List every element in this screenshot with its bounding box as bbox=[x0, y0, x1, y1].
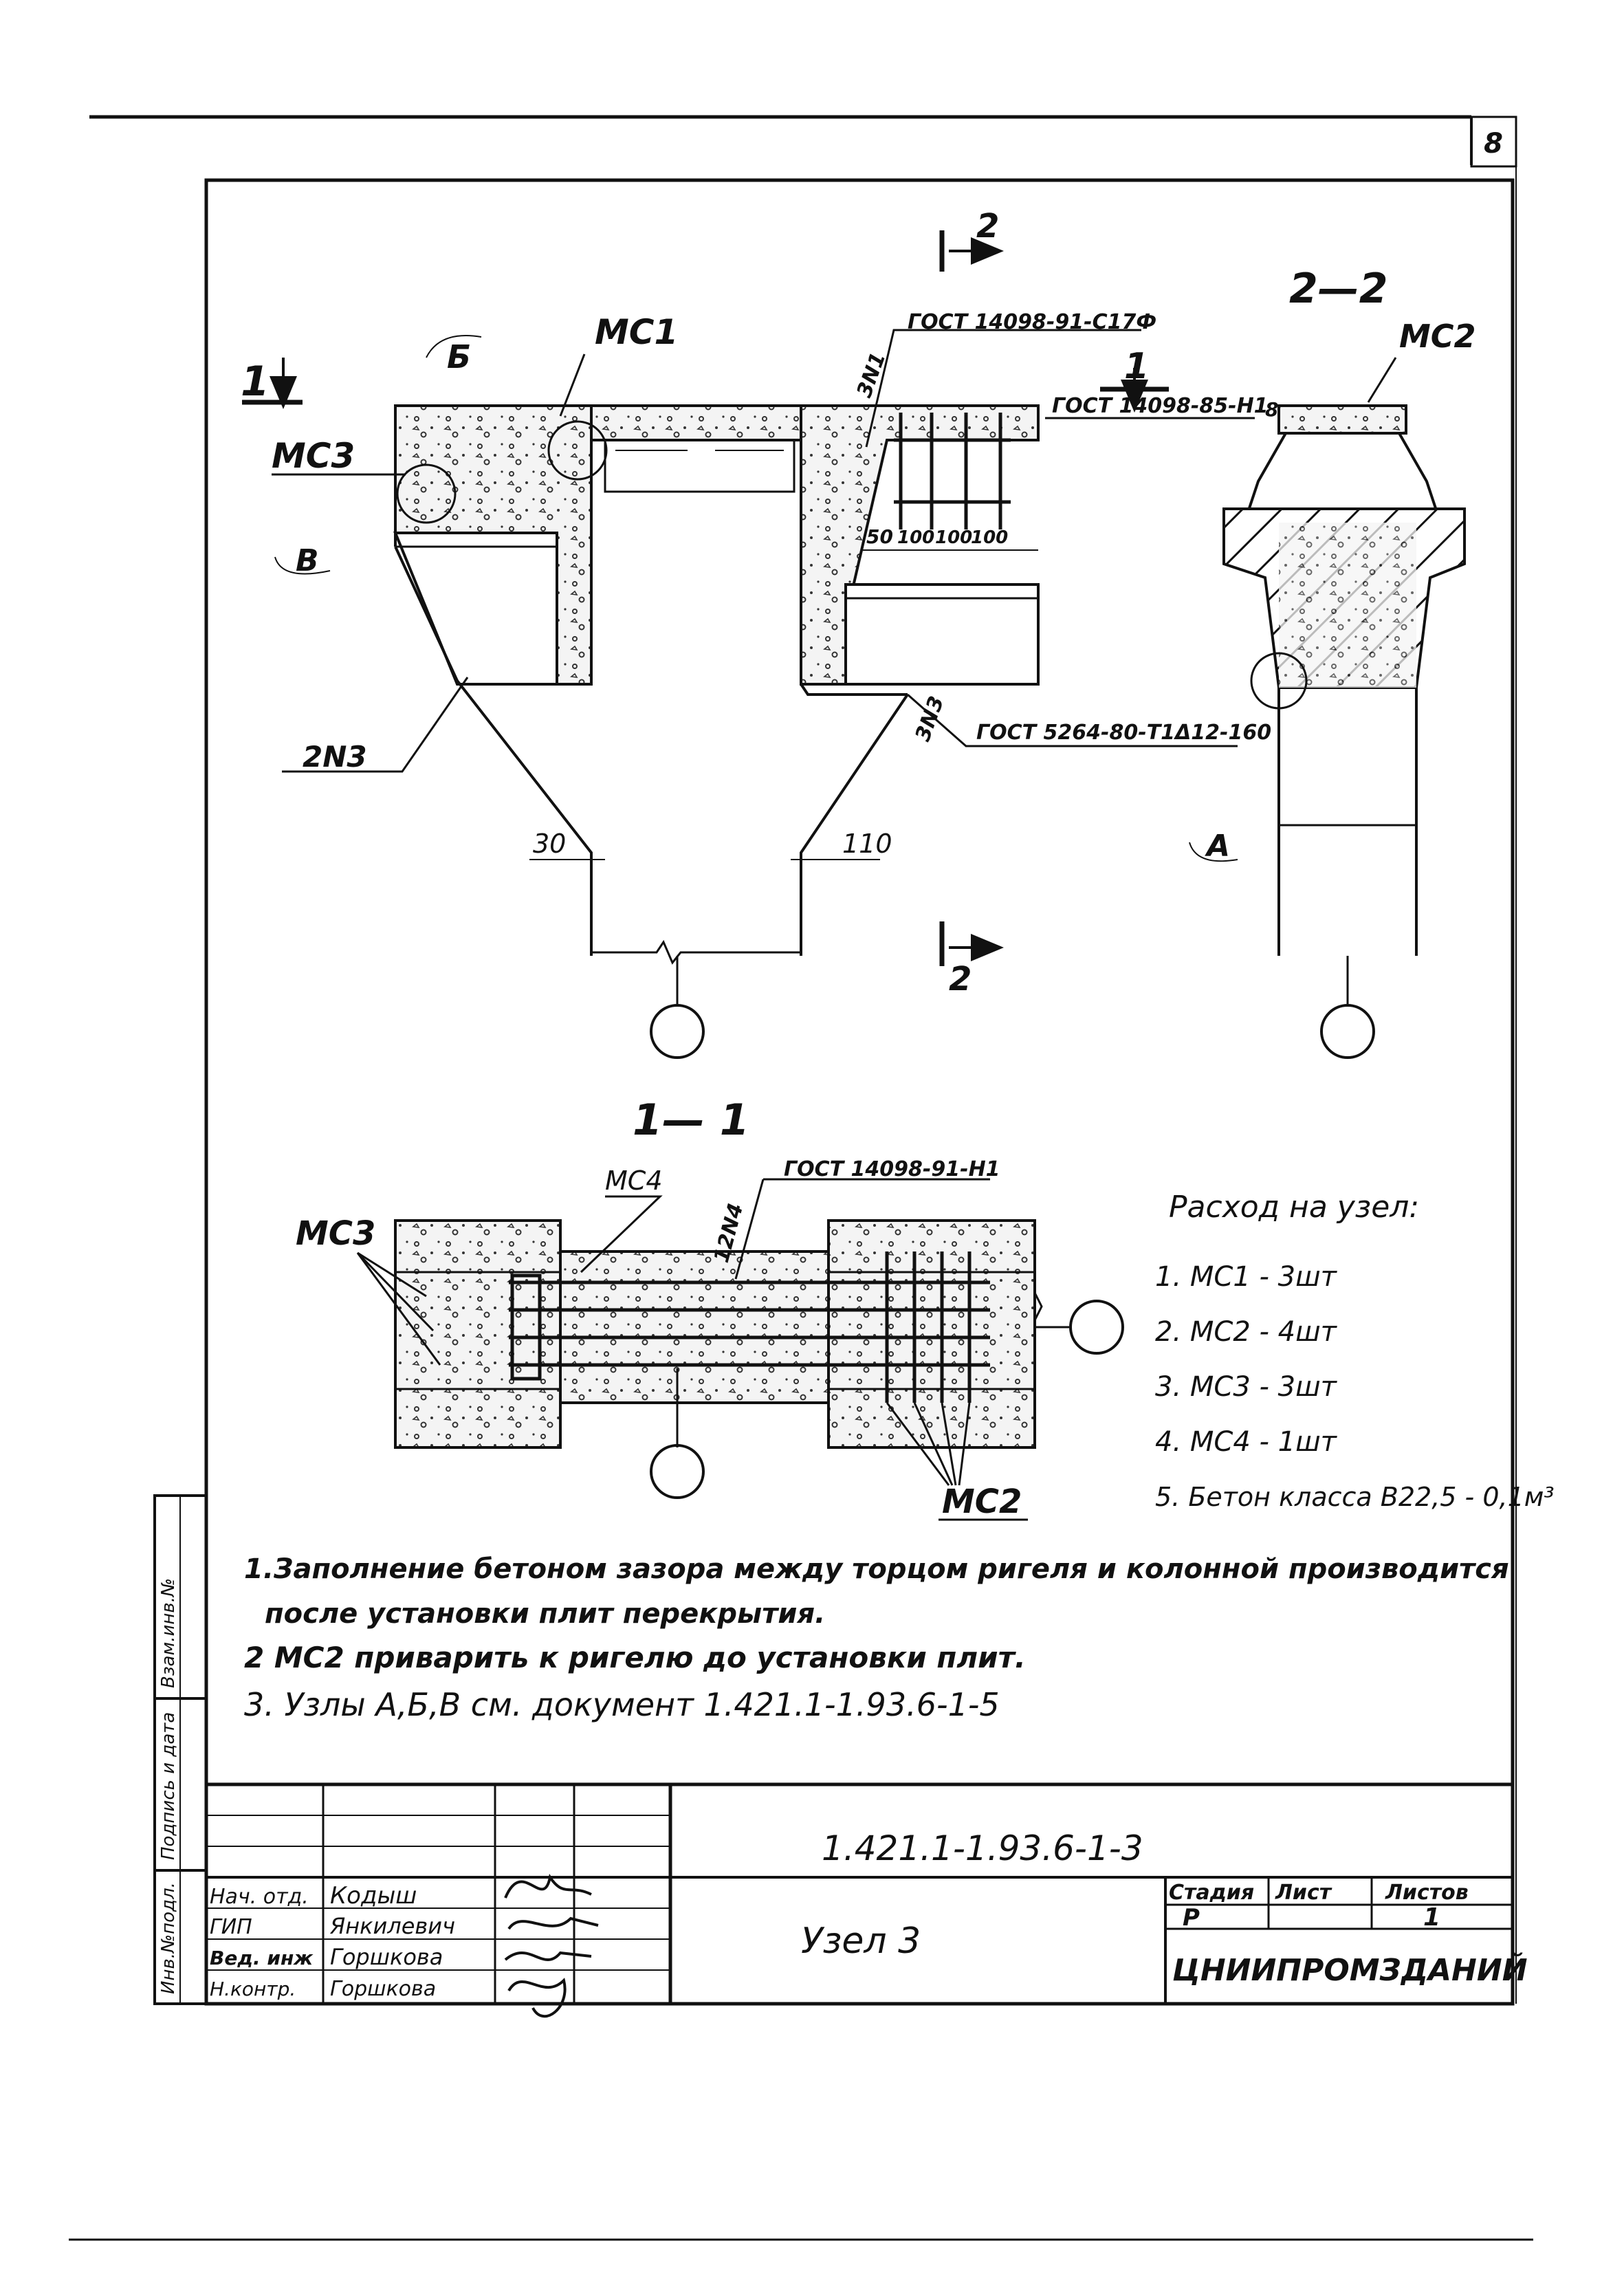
stamp-vzam: Взам.инв.№ bbox=[158, 1578, 179, 1688]
axis-marker-section-2-2 bbox=[1320, 1004, 1375, 1059]
dim-100-c: 100 bbox=[971, 527, 1008, 548]
signers-table: Нач. отд. Кодыш ГИП Янкилевич Вед. инж Г… bbox=[210, 1882, 455, 2001]
section-1-1-rebars bbox=[509, 1251, 990, 1403]
label-node-v: В bbox=[296, 543, 319, 578]
consumption-item-2: 2. МС2 - 4шт bbox=[1155, 1316, 1338, 1348]
consumption-item-1: 1. МС1 - 3шт bbox=[1155, 1261, 1338, 1293]
stamp-podpis: Подпись и дата bbox=[158, 1712, 179, 1860]
rebar-dimensions: 50 100 100 100 bbox=[863, 525, 1038, 551]
label-3n3: 3N3 bbox=[911, 693, 950, 745]
stirrups bbox=[894, 413, 1011, 529]
label-node-a: A bbox=[1205, 829, 1230, 864]
side-stamp bbox=[153, 1494, 208, 2005]
section-2-label-bottom: 2 bbox=[949, 960, 972, 998]
weld-ref-section: ГОСТ 14098-91-Н1 bbox=[784, 1157, 1000, 1181]
label-mc2-section: MC2 bbox=[1399, 318, 1476, 355]
weld-size-8: 8 bbox=[1265, 398, 1278, 421]
sheet-label: Лист bbox=[1275, 1881, 1332, 1905]
section-1-1-left-column bbox=[394, 1219, 562, 1449]
drawing-title: Узел 3 bbox=[801, 1921, 921, 1962]
consumption-item-5: 5. Бетон класса В22,5 - 0,1м³ bbox=[1155, 1482, 1555, 1512]
bottom-dimensions: 30 110 bbox=[529, 829, 892, 860]
section-1-1: 1— 1 MC3 bbox=[296, 1095, 1124, 1521]
right-concrete-block bbox=[800, 404, 1040, 686]
sheet-frame bbox=[69, 115, 1533, 2241]
label-mc3-section: MC3 bbox=[296, 1214, 375, 1253]
notes: 1.Заполнение бетоном зазора между торцом… bbox=[244, 1553, 1509, 1723]
consumption-item-4: 4. МС4 - 1шт bbox=[1155, 1426, 1338, 1458]
section-2-2-title: 2—2 bbox=[1289, 265, 1388, 313]
dim-100-b: 100 bbox=[935, 527, 972, 548]
section-1-1-infill bbox=[559, 1250, 830, 1404]
node-circle-b bbox=[547, 420, 608, 481]
signer-role-4: Н.контр. bbox=[210, 1978, 296, 2000]
main-elevation: 2 2 1 1 bbox=[241, 207, 1278, 1059]
section-2-mark-top: 2 bbox=[939, 207, 1004, 272]
axis-marker-elevation bbox=[650, 1004, 705, 1059]
consumption-list: Расход на узел: 1. МС1 - 3шт 2. МС2 - 4ш… bbox=[1155, 1190, 1555, 1512]
label-mc2-section-1-1: MC2 bbox=[942, 1483, 1022, 1521]
signer-name-3: Горшкова bbox=[330, 1944, 443, 1970]
page-number-box: 8 bbox=[1470, 116, 1517, 168]
weld-ref-mid: ГОСТ 14098-85-Н1 bbox=[1052, 394, 1269, 418]
node-circle-a bbox=[1250, 652, 1308, 710]
dim-110: 110 bbox=[842, 829, 892, 859]
label-mc3-elevation: MC3 bbox=[272, 436, 355, 476]
left-beam bbox=[393, 532, 558, 686]
section-1-mark-left: 1 bbox=[241, 358, 303, 409]
consumption-title: Расход на узел: bbox=[1169, 1190, 1419, 1225]
label-node-b: Б bbox=[447, 338, 471, 375]
note-3: 3. Узлы А,Б,В см. документ 1.421.1-1.93.… bbox=[244, 1686, 1000, 1723]
right-beam bbox=[844, 583, 1040, 686]
note-1: 1.Заполнение бетоном зазора между торцом… bbox=[244, 1553, 1509, 1585]
signer-name-1: Кодыш bbox=[330, 1882, 417, 1910]
signer-name-4: Горшкова bbox=[330, 1977, 436, 2001]
dim-100-a: 100 bbox=[897, 527, 934, 548]
section-2-label-top: 2 bbox=[976, 207, 999, 245]
right-bracket-line bbox=[800, 693, 909, 956]
channel-profile bbox=[604, 440, 795, 493]
stamp-inv: Инв.№подл. bbox=[158, 1882, 179, 1994]
sheets-label: Листов bbox=[1385, 1881, 1469, 1905]
column-break-line bbox=[591, 939, 801, 965]
label-mc1: MC1 bbox=[595, 312, 678, 352]
weld-ref-bottom: ГОСТ 5264-80-Т1Δ12-160 bbox=[976, 721, 1271, 745]
organization: ЦНИИПРОМЗДАНИЙ bbox=[1172, 1952, 1528, 1988]
signer-role-3: Вед. инж bbox=[210, 1947, 314, 1969]
stage-label: Стадия bbox=[1169, 1881, 1254, 1905]
page-number: 8 bbox=[1484, 128, 1503, 160]
doc-code: 1.421.1-1.93.6-1-3 bbox=[822, 1828, 1143, 1868]
dim-30: 30 bbox=[533, 829, 566, 859]
label-2n3: 2N3 bbox=[303, 740, 367, 774]
section-1-label-right: 1 bbox=[1124, 346, 1149, 387]
label-3n1: 3N1 bbox=[853, 349, 891, 401]
note-2: 2 МС2 приварить к ригелю до установки пл… bbox=[244, 1641, 1026, 1674]
section-1-mark-right: 1 bbox=[1100, 346, 1169, 413]
consumption-item-3: 3. МС3 - 3шт bbox=[1155, 1371, 1338, 1403]
section-1-1-right-beam bbox=[827, 1219, 1036, 1449]
section-1-label-left: 1 bbox=[241, 358, 270, 406]
sheets-value: 1 bbox=[1423, 1903, 1440, 1932]
dim-50: 50 bbox=[866, 525, 893, 548]
axis-marker-section-1-1-bottom bbox=[650, 1444, 705, 1499]
signer-role-2: ГИП bbox=[210, 1915, 252, 1939]
section-2-2: 2—2 MC2 A bbox=[1189, 265, 1476, 1059]
section-1-1-title: 1— 1 bbox=[633, 1095, 749, 1145]
note-1-cont: после установки плит перекрытия. bbox=[265, 1598, 825, 1630]
section-2-mark-bottom: 2 bbox=[939, 921, 1004, 998]
axis-marker-section-1-1-right bbox=[1069, 1300, 1124, 1355]
signer-name-2: Янкилевич bbox=[329, 1913, 455, 1939]
stage-value: Р bbox=[1183, 1904, 1200, 1932]
signatures bbox=[504, 1873, 599, 2018]
title-block bbox=[206, 1782, 1513, 2004]
node-circle-v bbox=[396, 463, 457, 524]
signer-role-1: Нач. отд. bbox=[210, 1885, 309, 1909]
label-mc4: MC4 bbox=[605, 1166, 663, 1196]
